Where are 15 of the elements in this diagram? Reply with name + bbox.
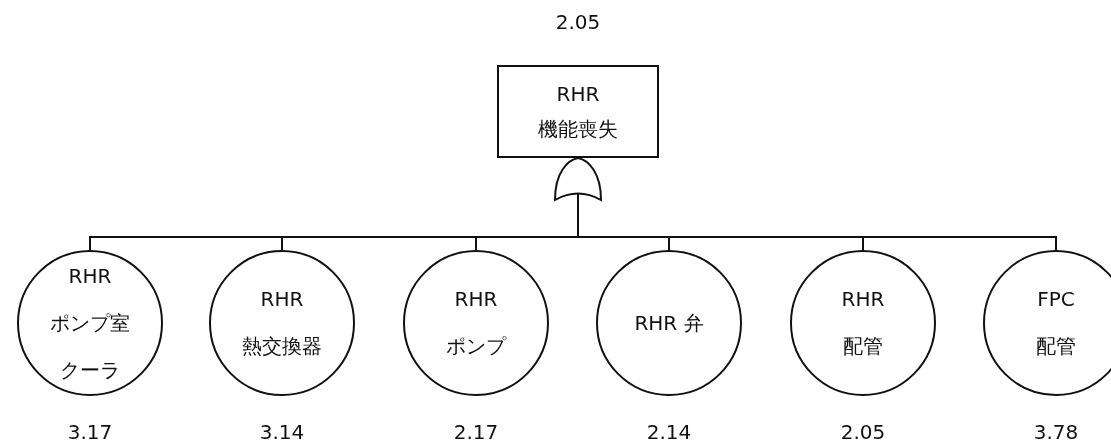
event-label: RHR 機能喪失: [538, 80, 618, 143]
event-label: RHR ポンプ室クーラ: [49, 262, 131, 384]
probability-value: 3.78: [1033, 420, 1079, 444]
probability-value: 2.05: [555, 10, 601, 34]
event-label: RHR 弁: [634, 309, 704, 337]
event-label: RHR 熱交換器: [242, 286, 322, 360]
event-label: RHR ポンプ: [446, 286, 506, 360]
event-label: FPC 配管: [1036, 286, 1076, 360]
event-label: RHR 配管: [841, 286, 885, 360]
probability-value: 2.14: [646, 420, 692, 444]
probability-value: 2.17: [453, 420, 499, 444]
probability-value: 3.17: [67, 420, 113, 444]
probability-value: 3.14: [259, 420, 305, 444]
or-gate-symbol: [553, 157, 603, 202]
probability-value: 2.05: [840, 420, 886, 444]
